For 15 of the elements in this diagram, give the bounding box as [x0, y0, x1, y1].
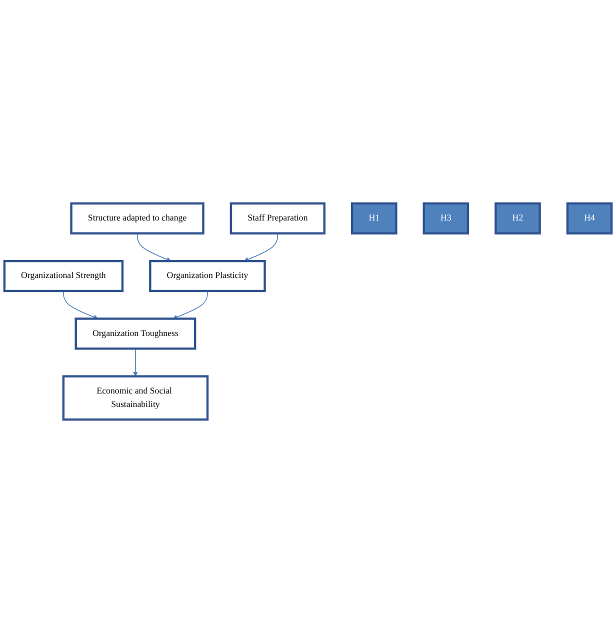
node-box: Organizational Strength: [3, 259, 124, 292]
node-box: Structure adapted to change: [70, 202, 204, 234]
node-box: H3: [422, 202, 470, 234]
arrow: [244, 232, 278, 262]
node-box: Organization Toughness: [74, 317, 196, 350]
node-box: Economic and Social Sustainability: [62, 374, 209, 420]
arrow: [63, 290, 98, 319]
arrow: [136, 232, 172, 262]
node-box: Staff Preparation: [230, 202, 326, 234]
arrow: [133, 348, 138, 376]
node-box: H4: [566, 202, 613, 234]
arrow: [172, 290, 208, 319]
node-box: H1: [350, 202, 398, 234]
node-box: H2: [494, 202, 541, 234]
node-box: Organization Plasticity: [149, 259, 266, 292]
